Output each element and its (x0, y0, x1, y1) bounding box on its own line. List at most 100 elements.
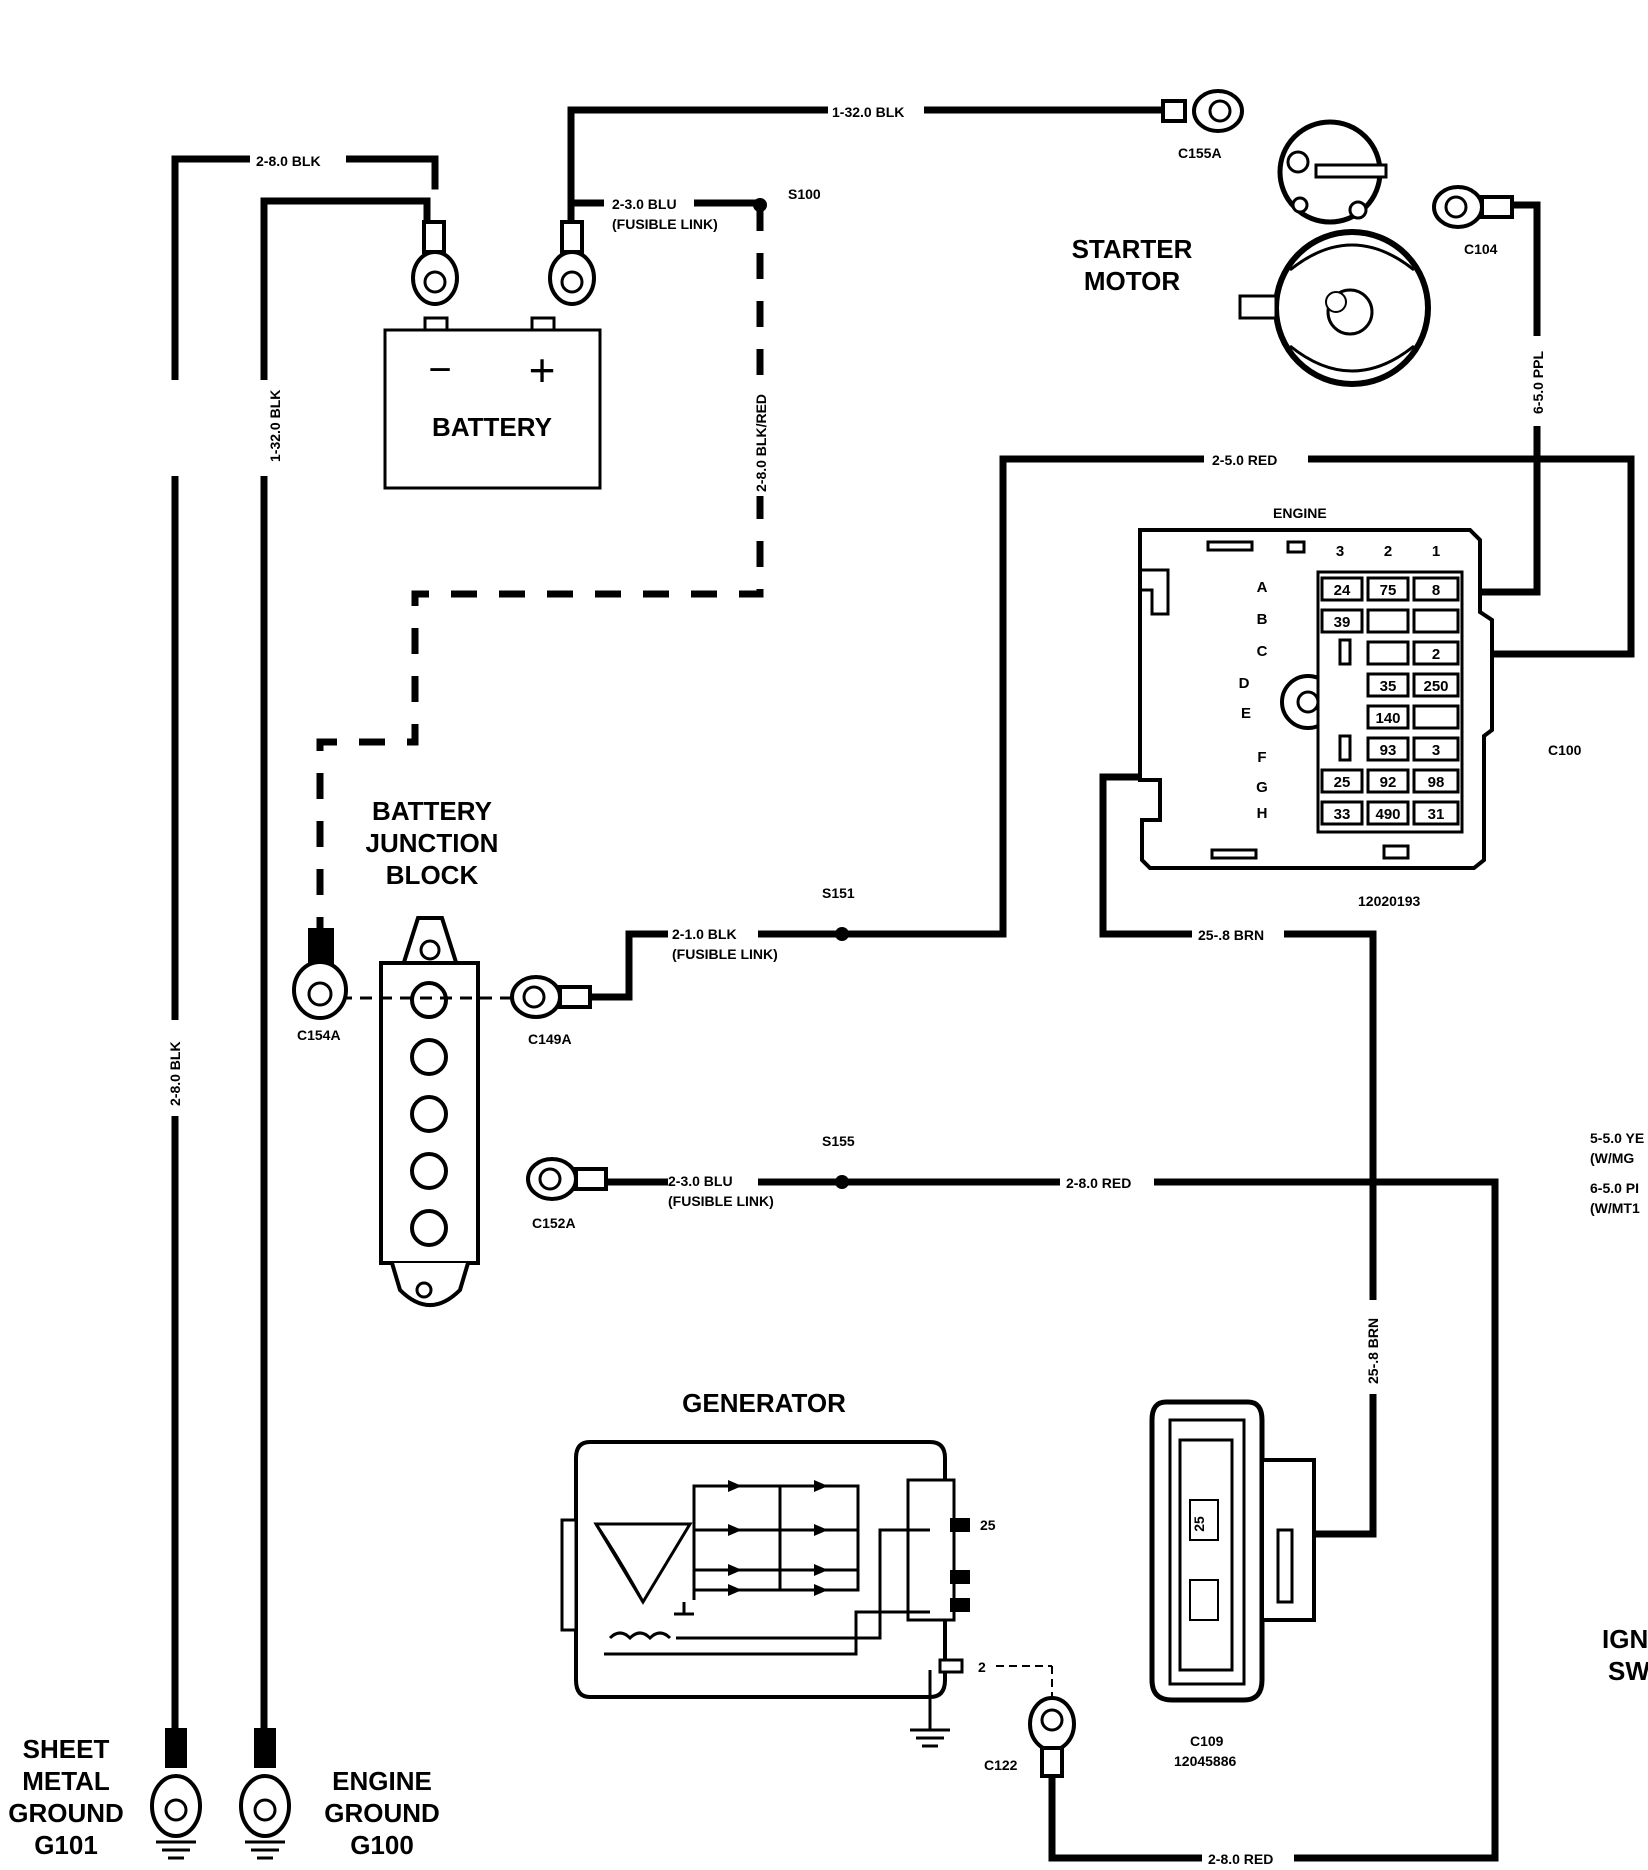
c100-row-E: E (1241, 705, 1251, 722)
c100-row-H: H (1257, 805, 1268, 822)
wires (171, 106, 1635, 1862)
wire-label-blk-32-top: 1-32.0 BLK (832, 104, 904, 120)
wire-label-ppl: 6-5.0 PPL (1530, 351, 1546, 414)
wire-label-blu-fusible: 2-3.0 BLU (612, 196, 677, 212)
splices: S100 S151 S155 (753, 186, 855, 1189)
wire-label-blk-8-vert: 2-8.0 BLK (167, 1041, 183, 1106)
splice-s100-dot (753, 198, 767, 212)
sheet-metal-ground-line1: SHEET (23, 1734, 110, 1764)
battery-minus-symbol: − (428, 348, 451, 392)
c100-col-3: 3 (1336, 543, 1344, 560)
splice-s155-dot (835, 1175, 849, 1189)
wire-label-blu-s155: 2-3.0 BLU (668, 1173, 733, 1189)
junction-block-label-line1: BATTERY (372, 796, 492, 826)
battery-neg-post (423, 316, 449, 332)
sheet-metal-ground-line2: METAL (22, 1766, 110, 1796)
splice-s151-dot (835, 927, 849, 941)
c155a-terminal: C155A (1161, 89, 1244, 161)
c109-connector: 25 C109 12045886 (1149, 1399, 1316, 1769)
wire-label-yel-partial-note: (W/MG (1590, 1150, 1634, 1166)
c100-G3: 25 (1334, 774, 1351, 791)
wire-label-red-5: 2-5.0 RED (1212, 452, 1277, 468)
wire-label-brn-top: 25-.8 BRN (1198, 927, 1264, 943)
c100-row-G: G (1256, 779, 1268, 796)
c100-H1: 31 (1428, 806, 1445, 823)
c100-row-D: D (1239, 675, 1250, 692)
wire-label-pnk-partial-note: (W/MT1 (1590, 1200, 1640, 1216)
c100-C1: 2 (1432, 646, 1440, 663)
battery: − + BATTERY (383, 220, 602, 490)
c122-terminal: C122 (984, 1696, 1076, 1778)
engine-ground-line3: G100 (350, 1830, 414, 1860)
generator-pin-25: 25 (980, 1517, 996, 1533)
c100-G1: 98 (1428, 774, 1445, 791)
wire-label-blk-32-vert: 1-32.0 BLK (267, 390, 283, 462)
c155a-label: C155A (1178, 145, 1222, 161)
c100-H3: 33 (1334, 806, 1351, 823)
battery-neg-terminal (411, 220, 459, 306)
wire-label-red-8-bottom: 2-8.0 RED (1208, 1851, 1273, 1867)
c152a-label: C152A (532, 1215, 576, 1231)
engine-ground-line1: ENGINE (332, 1766, 432, 1796)
battery-case (383, 328, 602, 490)
generator-pin-2: 2 (978, 1659, 986, 1675)
wire-blu-red-s155 (586, 1178, 1499, 1862)
wire-red-5 (838, 455, 1635, 938)
c100-engine-label: ENGINE (1273, 505, 1327, 521)
starter-motor-label-line1: STARTER (1072, 234, 1193, 264)
c100-B3: 39 (1334, 614, 1351, 631)
engine-ground: ENGINE GROUND G100 (239, 1728, 440, 1860)
battery-label: BATTERY (432, 412, 552, 442)
wire-label-brn-vert: 25-.8 BRN (1365, 1318, 1381, 1384)
engine-ground-line2: GROUND (324, 1798, 440, 1828)
ignition-switch-label-line2: SW (1608, 1656, 1648, 1686)
splice-s151-label: S151 (822, 885, 855, 901)
c100-part-number: 12020193 (1358, 893, 1421, 909)
c100-A2: 75 (1380, 582, 1397, 599)
wire-label-yel-partial: 5-5.0 YE (1590, 1130, 1644, 1146)
c104-label: C104 (1464, 241, 1498, 257)
sheet-metal-ground: SHEET METAL GROUND G101 (8, 1728, 202, 1860)
wire-label-blk-red: 2-8.0 BLK/RED (753, 394, 769, 492)
c100-row-F: F (1257, 749, 1266, 766)
c100-label: C100 (1548, 742, 1582, 758)
c154a-terminal: C154A (292, 928, 348, 1043)
generator-label: GENERATOR (682, 1388, 846, 1418)
c109-part-number: 12045886 (1174, 1753, 1237, 1769)
sheet-metal-ground-line3: GROUND (8, 1798, 124, 1828)
c100-G2: 92 (1380, 774, 1397, 791)
splice-s100-label: S100 (788, 186, 821, 202)
c100-cavities (1320, 576, 1460, 826)
c100-row-C: C (1257, 643, 1268, 660)
generator: GENERATOR 25 2 (560, 1388, 1053, 1748)
junction-block-label-line2: JUNCTION (366, 828, 499, 858)
c100-F1: 3 (1432, 742, 1440, 759)
wire-label-pnk-partial: 6-5.0 PI (1590, 1180, 1639, 1196)
battery-junction-block: BATTERY JUNCTION BLOCK (340, 796, 520, 1307)
c109-label: C109 (1190, 1733, 1224, 1749)
splice-s155-label: S155 (822, 1133, 855, 1149)
starter-motor-label-line2: MOTOR (1084, 266, 1181, 296)
c149a-terminal: C149A (510, 975, 592, 1047)
c100-F2: 93 (1380, 742, 1397, 759)
wire-label-red-8-mid: 2-8.0 RED (1066, 1175, 1131, 1191)
wire-label-blk-1-fusible: 2-1.0 BLK (672, 926, 737, 942)
c100-col-2: 2 (1384, 543, 1392, 560)
sheet-metal-ground-line4: G101 (34, 1830, 98, 1860)
wire-labels: 1-32.0 BLK 2-8.0 BLK 2-3.0 BLU (FUSIBLE … (167, 104, 1644, 1867)
c100-col-1: 1 (1432, 543, 1440, 560)
c100-row-B: B (1257, 611, 1268, 628)
wire-label-blu-s155-note: (FUSIBLE LINK) (668, 1193, 774, 1209)
battery-pos-terminal (548, 220, 596, 306)
c100-H2: 490 (1375, 806, 1400, 823)
wire-blk-32-starter (567, 106, 1169, 229)
wire-label-blk-8-top: 2-8.0 BLK (256, 153, 321, 169)
c152a-terminal: C152A (526, 1157, 608, 1231)
ignition-switch-label-line1: IGN (1602, 1624, 1648, 1654)
c109-pin-25: 25 (1191, 1516, 1207, 1532)
c100-E2: 140 (1375, 710, 1400, 727)
c100-row-A: A (1257, 579, 1268, 596)
c100-D2: 35 (1380, 678, 1397, 695)
c100-A1: 8 (1432, 582, 1440, 599)
